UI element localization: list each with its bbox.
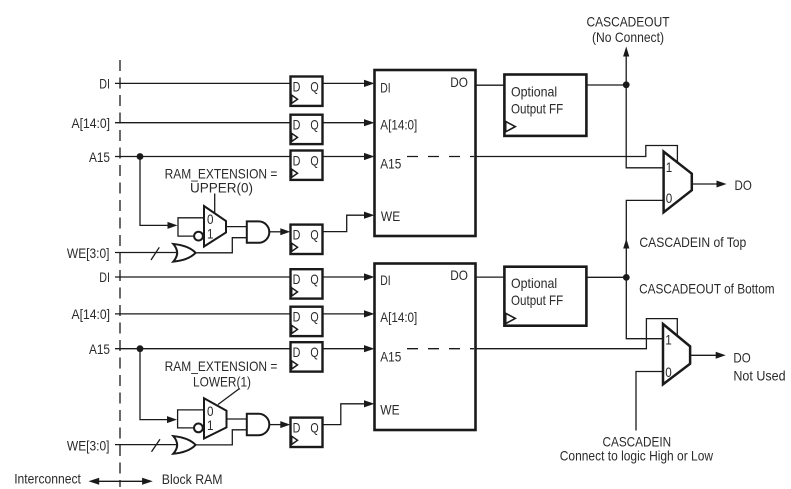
svg-text:0: 0 bbox=[207, 404, 214, 419]
svg-text:Q: Q bbox=[310, 118, 318, 133]
svg-text:1: 1 bbox=[666, 160, 673, 175]
svg-text:WE: WE bbox=[381, 209, 400, 224]
svg-text:RAM_EXTENSION =: RAM_EXTENSION = bbox=[165, 359, 278, 374]
svg-text:D: D bbox=[293, 153, 301, 168]
svg-text:Not Used: Not Used bbox=[733, 368, 785, 383]
svg-text:Q: Q bbox=[310, 345, 318, 360]
svg-text:0: 0 bbox=[666, 191, 673, 206]
svg-text:DI: DI bbox=[99, 77, 110, 92]
svg-text:A[14:0]: A[14:0] bbox=[380, 118, 417, 133]
svg-text:A15: A15 bbox=[89, 342, 110, 357]
svg-text:D: D bbox=[293, 79, 301, 94]
svg-text:Output FF: Output FF bbox=[511, 293, 563, 308]
svg-text:WE[3:0]: WE[3:0] bbox=[67, 246, 110, 261]
svg-text:WE[3:0]: WE[3:0] bbox=[67, 438, 110, 453]
svg-text:A[14:0]: A[14:0] bbox=[72, 116, 111, 131]
svg-text:Interconnect: Interconnect bbox=[14, 471, 81, 486]
svg-text:A15: A15 bbox=[89, 150, 110, 165]
svg-text:A[14:0]: A[14:0] bbox=[380, 310, 417, 325]
svg-text:Connect to logic High or Low: Connect to logic High or Low bbox=[560, 448, 713, 463]
svg-text:DO: DO bbox=[735, 178, 752, 193]
svg-text:D: D bbox=[293, 118, 301, 133]
svg-text:A15: A15 bbox=[380, 350, 401, 365]
svg-text:A[14:0]: A[14:0] bbox=[72, 307, 111, 322]
svg-text:D: D bbox=[293, 345, 301, 360]
svg-text:UPPER(0): UPPER(0) bbox=[190, 181, 253, 196]
svg-text:CASCADEOUT: CASCADEOUT bbox=[587, 14, 670, 29]
svg-text:D: D bbox=[293, 272, 301, 287]
svg-text:DI: DI bbox=[380, 80, 390, 95]
svg-text:Q: Q bbox=[310, 310, 318, 325]
svg-text:1: 1 bbox=[207, 226, 214, 241]
svg-text:Q: Q bbox=[310, 421, 318, 436]
svg-text:Block RAM: Block RAM bbox=[162, 472, 223, 487]
svg-text:A15: A15 bbox=[380, 156, 401, 171]
svg-text:Q: Q bbox=[310, 79, 318, 94]
svg-text:CASCADEIN of Top: CASCADEIN of Top bbox=[639, 235, 746, 250]
svg-text:DI: DI bbox=[380, 273, 390, 288]
svg-text:(No Connect): (No Connect) bbox=[592, 30, 664, 45]
svg-text:WE: WE bbox=[380, 403, 399, 418]
svg-text:D: D bbox=[293, 228, 301, 243]
svg-text:Q: Q bbox=[310, 272, 318, 287]
svg-text:1: 1 bbox=[207, 418, 214, 433]
svg-text:D: D bbox=[293, 310, 301, 325]
svg-text:CASCADEIN: CASCADEIN bbox=[603, 435, 672, 450]
svg-text:Optional: Optional bbox=[511, 276, 557, 291]
svg-text:Output FF: Output FF bbox=[511, 101, 563, 116]
svg-text:0: 0 bbox=[665, 365, 672, 380]
svg-text:Q: Q bbox=[310, 153, 318, 168]
svg-text:CASCADEOUT of Bottom: CASCADEOUT of Bottom bbox=[639, 282, 775, 297]
svg-text:RAM_EXTENSION =: RAM_EXTENSION = bbox=[165, 166, 278, 181]
svg-text:DO: DO bbox=[450, 268, 468, 283]
svg-text:LOWER(1): LOWER(1) bbox=[193, 374, 251, 389]
svg-text:D: D bbox=[293, 421, 301, 436]
svg-text:1: 1 bbox=[665, 332, 672, 347]
svg-text:Optional: Optional bbox=[511, 84, 557, 99]
svg-text:0: 0 bbox=[207, 212, 214, 227]
svg-text:DO: DO bbox=[733, 351, 750, 366]
svg-text:DI: DI bbox=[99, 270, 110, 285]
svg-text:Q: Q bbox=[310, 228, 318, 243]
svg-text:DO: DO bbox=[450, 75, 468, 90]
